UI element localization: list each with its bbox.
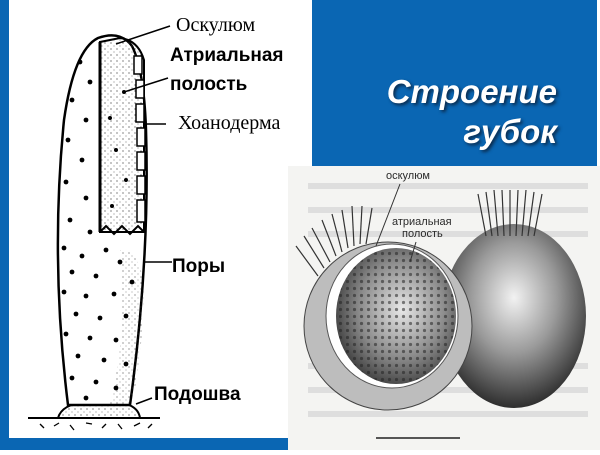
left-accent-bar [0,0,9,450]
sponge-photo-drawing [295,183,588,439]
photo-label-osculum: оскулюм [386,170,430,182]
title-panel: Строение губок [312,0,597,166]
bottom-accent-bar [0,438,290,450]
slide-title: Строение губок [387,72,557,152]
sponge-cross-section-diagram: Оскулюм Атриальная полость Хоанодерма По… [20,0,300,440]
label-atrial-line2: полость [170,74,248,95]
label-choanoderm: Хоанодерма [178,112,281,134]
label-atrial-line1: Атриальная [170,45,284,66]
label-sole: Подошва [154,384,241,405]
photo-label-atrial-line1: атриальная [392,216,452,228]
label-pores: Поры [172,256,226,277]
label-osculum: Оскулюм [176,14,256,36]
sponge-photo-illustration: оскулюм атриальная полость [288,166,600,450]
sponge-illustration [28,25,172,431]
title-line-2: губок [463,113,557,150]
title-line-1: Строение [386,73,557,110]
photo-label-atrial-line2: полость [402,228,443,240]
